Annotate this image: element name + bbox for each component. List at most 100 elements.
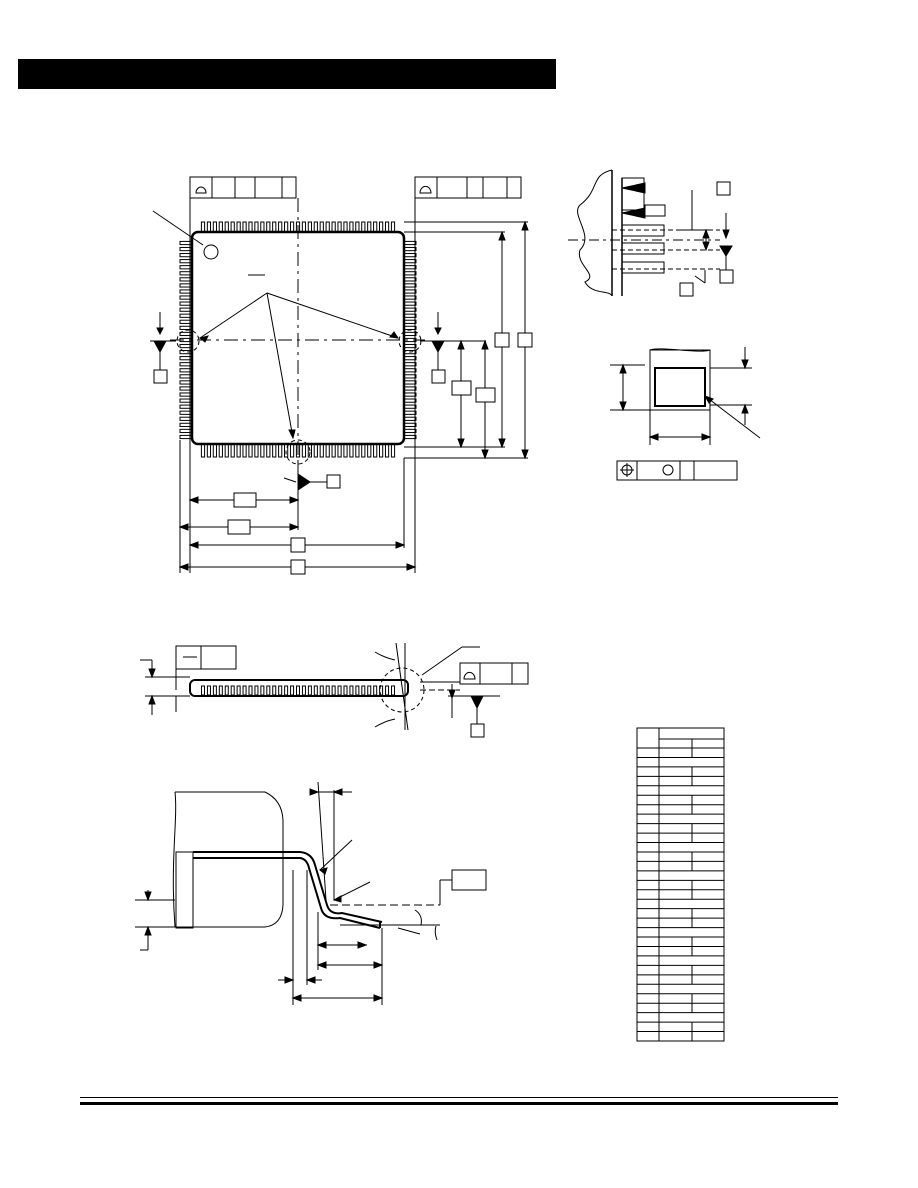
lead: [179, 253, 193, 258]
lead: [343, 685, 348, 696]
lead: [179, 428, 193, 434]
lead: [367, 443, 372, 458]
lead: [403, 428, 417, 434]
lead: [403, 307, 417, 312]
lead: [319, 443, 324, 458]
lead: [331, 221, 336, 233]
lead: [212, 221, 217, 233]
lead: [403, 277, 417, 282]
lead: [200, 221, 206, 233]
lead: [343, 221, 348, 233]
lead: [403, 416, 417, 421]
detail-circle-right: [398, 329, 422, 353]
lead: [236, 443, 241, 458]
lead: [179, 380, 193, 385]
lead: [403, 380, 417, 385]
lead: [361, 221, 366, 233]
lead: [313, 443, 318, 458]
lead: [179, 240, 193, 246]
lead: [319, 221, 324, 233]
lead: [284, 685, 289, 696]
package-side-body: [189, 679, 409, 697]
lead: [403, 434, 417, 440]
lead: [179, 265, 193, 270]
lead: [373, 443, 378, 458]
lead: [242, 221, 247, 233]
lead: [403, 289, 417, 294]
lead: [319, 685, 324, 696]
lead: [325, 685, 330, 696]
lead: [179, 410, 193, 415]
vertical-dimensions: [404, 220, 533, 460]
lead: [403, 422, 417, 427]
lead: [284, 443, 289, 458]
lead: [403, 301, 417, 306]
lead: [179, 398, 193, 403]
lead: [390, 443, 396, 458]
lead: [289, 221, 295, 233]
lead: [331, 443, 336, 458]
header-bar: [18, 59, 556, 89]
lead: [301, 685, 306, 696]
lead: [390, 221, 396, 233]
lead: [403, 398, 417, 403]
lead: [313, 221, 318, 233]
lead: [260, 685, 265, 696]
datum-bottom: [283, 460, 341, 492]
lead: [278, 685, 283, 696]
leads-left: [179, 240, 193, 440]
lead: [384, 443, 390, 458]
lead: [313, 685, 318, 696]
lead: [379, 443, 384, 458]
lead: [403, 283, 417, 288]
side-view: [140, 642, 529, 738]
lead: [236, 685, 241, 696]
top-view: [150, 176, 533, 575]
lead: [260, 221, 265, 233]
lead: [212, 685, 217, 696]
lead: [260, 443, 265, 458]
flatness-symbol-icon: [419, 185, 432, 194]
lead: [230, 443, 235, 458]
lead: [224, 685, 229, 696]
footer-rule-thick: [80, 1102, 838, 1105]
lead: [179, 343, 193, 349]
lead: [403, 392, 417, 397]
lead: [179, 416, 193, 421]
lead: [242, 685, 247, 696]
lead: [179, 289, 193, 294]
lead: [403, 374, 417, 379]
lead: [272, 221, 277, 233]
detail-circle-left: [176, 329, 200, 353]
dimension-table: [636, 727, 725, 1042]
lead: [179, 404, 193, 409]
lead: [403, 295, 417, 300]
lead: [206, 221, 212, 233]
lead: [325, 221, 330, 233]
lead: [179, 350, 193, 355]
lead: [179, 307, 193, 312]
feature-control-frame-left: [189, 176, 297, 199]
footer-rule-thin: [80, 1097, 838, 1098]
lead: [367, 685, 372, 696]
lead: [403, 350, 417, 355]
lead: [218, 443, 223, 458]
lead: [179, 283, 193, 288]
lead: [278, 221, 283, 233]
leads-bottom: [200, 443, 396, 458]
lead: [385, 685, 390, 696]
lead: [361, 443, 366, 458]
detail-circle-bottom: [285, 439, 311, 465]
detail-section: [610, 347, 761, 481]
lead: [230, 221, 235, 233]
detail-a: [568, 169, 734, 297]
lead: [296, 685, 300, 696]
lead: [343, 443, 348, 458]
lead: [272, 443, 277, 458]
lead: [218, 685, 223, 696]
lead: [367, 221, 372, 233]
horizontal-dimensions: [178, 458, 417, 575]
pin-one-indicator: [203, 244, 219, 260]
lead: [179, 374, 193, 379]
flatness-symbol-icon: [463, 671, 476, 680]
